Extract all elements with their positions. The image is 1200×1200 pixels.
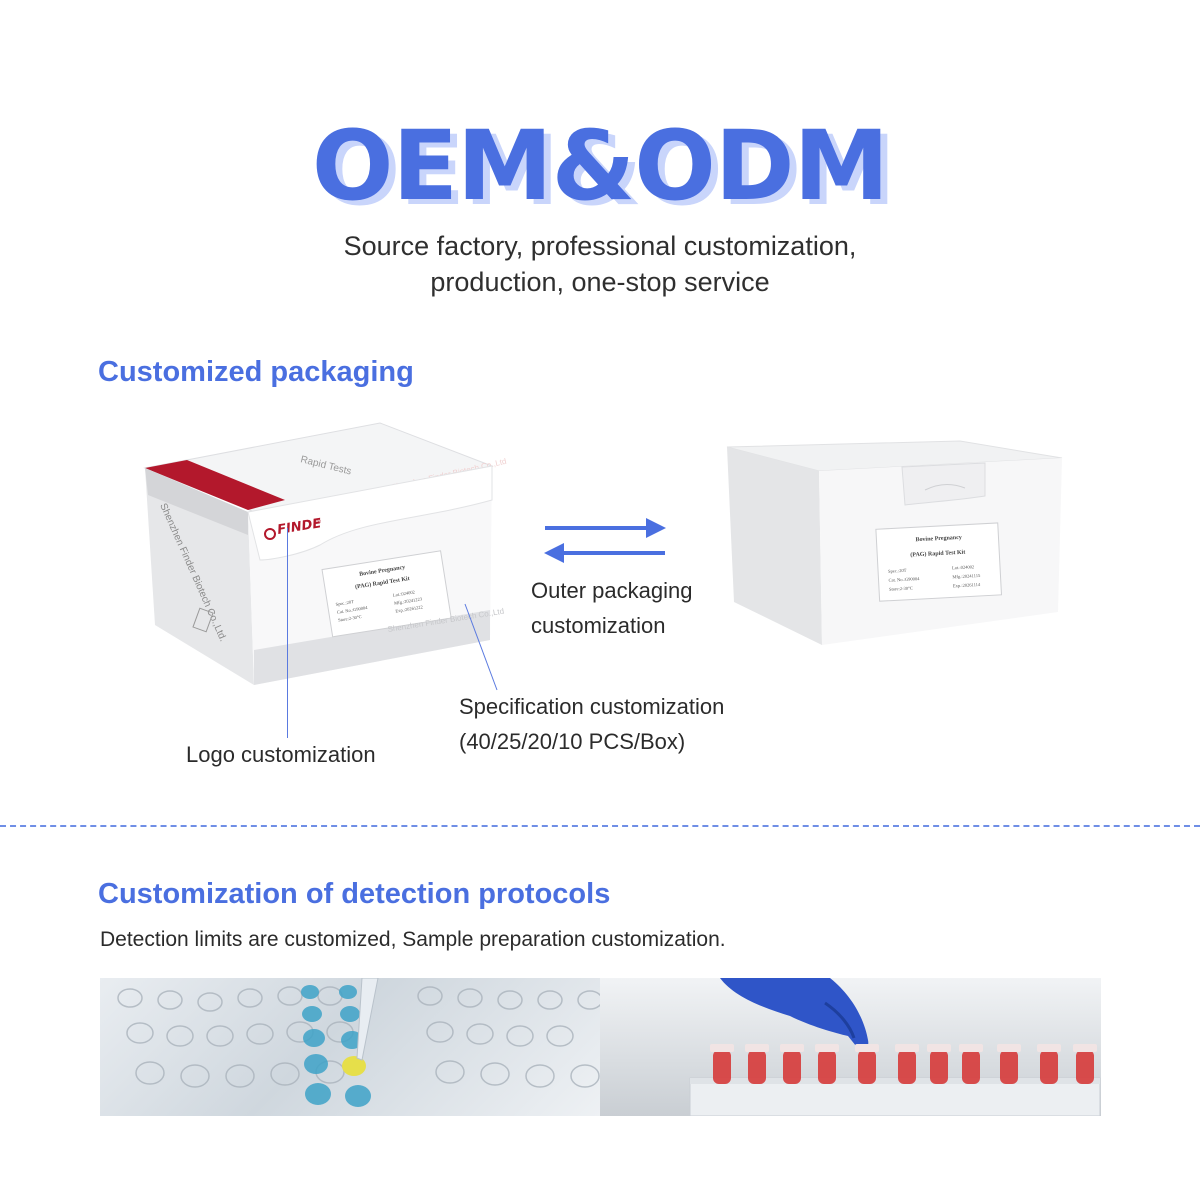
red-sample-tubes [710, 1044, 1097, 1084]
box-left-label [321, 550, 452, 638]
box-left-label-lot: Lot.:024002 [393, 589, 416, 597]
swap-arrows-icon [544, 518, 666, 563]
outer-packaging-label: Outer packaging customization [531, 573, 692, 643]
box-left-label-spec: Spec.:20T [335, 599, 354, 607]
spec-callout-line [464, 603, 498, 691]
packaging-section-title: Customized packaging [98, 356, 414, 388]
sample-tubes-photo [600, 978, 1101, 1116]
box-left-label-mfg: Mfg.:20241223 [394, 596, 423, 605]
pipette-tip [356, 978, 379, 1061]
spec-customization-label-line1: Specification customization [459, 694, 725, 719]
box-left-label-exp: Exp.:20261222 [395, 604, 423, 613]
box-right-label-spec: Spec.:20T [888, 568, 907, 574]
hero-subtitle-line-1: Source factory, professional customizati… [343, 231, 857, 261]
box-brand-logo-mark: ® [315, 518, 322, 526]
plain-box-side-face [727, 447, 822, 645]
branded-kit-box: Rapid Tests Shenzhen Finder Biotech Co.,… [143, 422, 507, 685]
box-top-red-band-left [145, 460, 285, 510]
spec-customization-label-line2: (40/25/20/10 PCS/Box) [459, 729, 686, 754]
box-left-label-cat: Cat. No.:G90004 [337, 605, 369, 615]
protocols-section-title: Customization of detection protocols [98, 878, 611, 910]
box-side-icons [192, 607, 214, 633]
box-right-label [875, 522, 1003, 602]
box-right-label-mfg: Mfg.:20241115 [952, 573, 981, 579]
plain-box-tuck-tab [901, 462, 986, 506]
outer-packaging-label-line1: Outer packaging [531, 578, 693, 603]
hero-title: OEM&ODM [311, 110, 889, 222]
logo-customization-label: Logo customization [186, 742, 376, 767]
outer-packaging-label-line2: customization [531, 613, 666, 638]
box-right-label-line2: (PAG) Rapid Test Kit [910, 549, 965, 559]
box-side-lid-shadow [145, 468, 248, 535]
box-right-label-cat: Cat. No.:G90004 [888, 576, 920, 583]
yellow-sample-well [342, 1056, 366, 1076]
hero-subtitle: Source factory, professional customizati… [0, 228, 1200, 300]
box-right-label-lot: Lot.:024002 [952, 564, 974, 570]
spec-customization-label: Specification customization (40/25/20/10… [459, 689, 724, 759]
box-right-label-exp: Exp.:20261114 [953, 582, 981, 588]
logo-callout-line [287, 528, 288, 738]
plain-outer-box: Bovine Pregnancy (PAG) Rapid Test Kit Sp… [726, 440, 1063, 645]
box-right-label-line1: Bovine Pregnancy [915, 535, 962, 543]
box-left-label-store: Store:2-30°C [338, 614, 362, 623]
microplate-photo [100, 978, 600, 1116]
box-front-lid-flap [247, 465, 493, 561]
box-brand-logo-icon [264, 528, 276, 540]
gloved-hand [720, 978, 869, 1051]
protocols-description: Detection limits are customized, Sample … [100, 928, 726, 951]
hero-subtitle-line-2: production, one-stop service [430, 267, 770, 297]
section-divider [0, 825, 1200, 827]
box-front-gray-band [254, 610, 490, 685]
box-right-label-store: Store:2-30°C [889, 585, 913, 591]
